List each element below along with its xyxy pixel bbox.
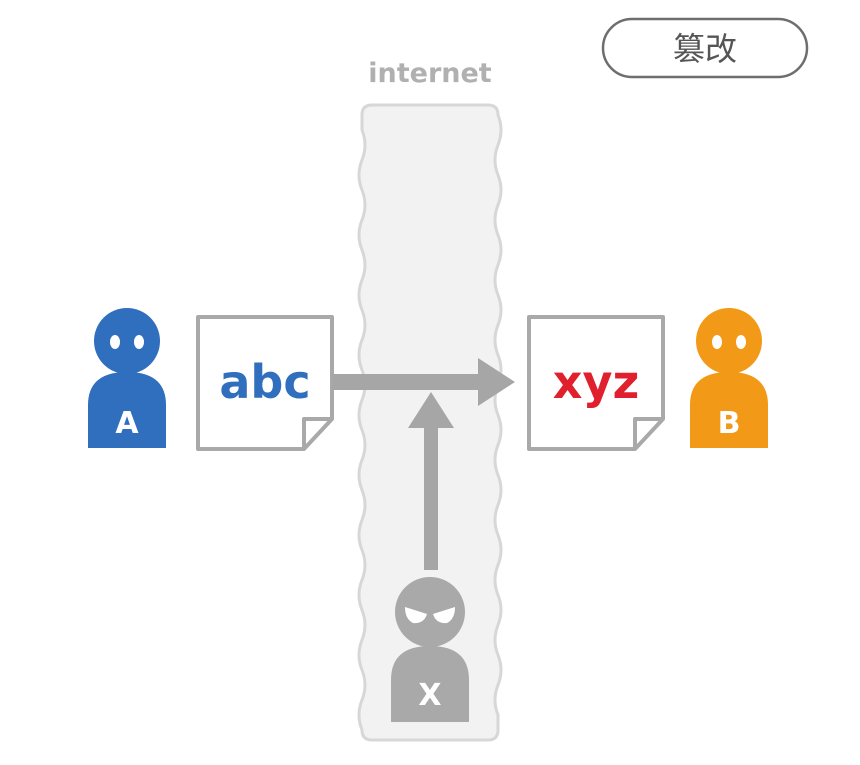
person-a-right-eye [134,335,144,349]
person-b: B [690,308,768,448]
person-b-body [690,372,768,448]
transmission-arrow-head [478,358,515,406]
tamper-badge-label: 篡改 [673,30,737,68]
attacker-left-eye [405,607,427,624]
person-a-body [88,372,166,448]
internet-label: internet [368,58,492,89]
interception-arrow-shaft [424,425,438,570]
person-a: A [88,308,166,448]
person-b-right-eye [736,335,746,349]
sent-document-fold [302,417,332,449]
interception-arrow [408,392,454,570]
person-a-head [94,308,160,374]
attacker-x: X [391,577,469,722]
attacker-head [395,577,465,647]
sent-document-text: abc [219,355,310,409]
attacker-letter: X [418,678,441,713]
transmission-arrow-shaft [332,374,482,390]
attacker-right-eye [433,607,455,624]
received-document-sheet [527,315,665,451]
received-document-text: xyz [553,355,639,409]
received-document-fold [633,417,663,449]
interception-arrow-head [408,392,454,428]
person-a-left-eye [110,335,120,349]
person-b-head [696,308,762,374]
transmission-arrow [332,358,515,406]
person-b-left-eye [712,335,722,349]
person-b-letter: B [718,406,741,441]
sent-document: abc [196,315,334,451]
sent-document-sheet [196,315,334,451]
person-a-letter: A [115,406,139,441]
attacker-body [391,646,469,722]
tamper-badge: 篡改 [601,17,809,79]
received-document: xyz [527,315,665,451]
